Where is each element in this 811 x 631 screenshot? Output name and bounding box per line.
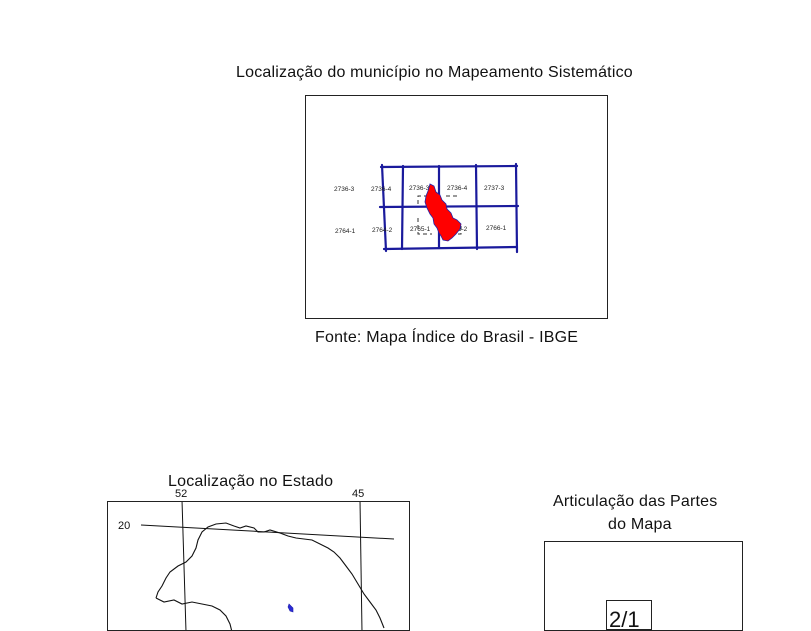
sheet-label: 2736-3 bbox=[409, 185, 430, 192]
dashed-outline bbox=[417, 195, 462, 235]
estado-map-frame bbox=[107, 501, 410, 631]
municipality-shape bbox=[424, 183, 462, 242]
articulacao-part-box: 2/1 bbox=[606, 600, 652, 630]
municipality-marker bbox=[287, 603, 294, 613]
latitude-line-20 bbox=[140, 524, 395, 540]
sistematico-map-frame: 2736-3 2736-4 2736-3 2736-4 2737-3 2764-… bbox=[305, 95, 608, 319]
grid-line-col3 bbox=[474, 163, 479, 251]
estado-state-map bbox=[140, 502, 395, 630]
grid-line-right bbox=[514, 162, 519, 254]
sheet-label: 2736-4 bbox=[371, 186, 392, 193]
state-outline bbox=[155, 522, 385, 629]
grid-line-left bbox=[380, 163, 388, 253]
articulacao-title-line1: Articulação das Partes bbox=[553, 493, 718, 510]
articulacao-title-line2: do Mapa bbox=[608, 516, 672, 533]
sheet-label: 2766-1 bbox=[486, 225, 507, 232]
longitude-label: 45 bbox=[352, 488, 365, 500]
sheet-label: 2737-3 bbox=[484, 185, 505, 192]
sheet-label: 2736-3 bbox=[334, 186, 355, 193]
sistematico-source: Fonte: Mapa Índice do Brasil - IBGE bbox=[315, 329, 579, 346]
grid-line-col1 bbox=[400, 164, 405, 251]
sheet-label: 2764-1 bbox=[335, 228, 356, 235]
estado-title: Localização no Estado bbox=[168, 473, 334, 490]
grid-line-middle bbox=[378, 204, 520, 209]
sistematico-title: Localização do município no Mapeamento S… bbox=[236, 64, 633, 81]
longitude-line-52 bbox=[181, 502, 187, 630]
grid-line-top bbox=[379, 164, 519, 169]
sistematico-sheet-grid: 2736-3 2736-4 2736-3 2736-4 2737-3 2764-… bbox=[334, 162, 520, 254]
latitude-label: 20 bbox=[118, 520, 131, 532]
sheet-label: 2765-1 bbox=[410, 226, 431, 233]
sheet-label: 2736-4 bbox=[447, 185, 468, 192]
articulacao-part-label: 2/1 bbox=[609, 607, 640, 630]
grid-line-bottom bbox=[382, 245, 519, 251]
longitude-label: 52 bbox=[175, 488, 188, 500]
sheet-label: 2764-2 bbox=[372, 227, 393, 234]
articulacao-frame bbox=[544, 541, 743, 631]
longitude-line-45 bbox=[359, 502, 363, 630]
